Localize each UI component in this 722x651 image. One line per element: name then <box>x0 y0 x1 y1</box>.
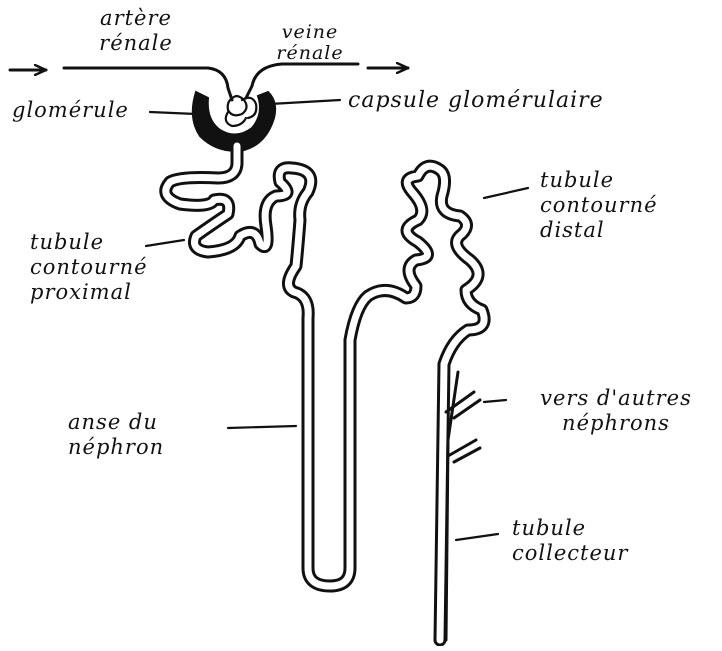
nephron-tubule <box>166 146 484 640</box>
label-veine-line2: rénale <box>262 43 358 64</box>
label-anse-line1: anse du <box>68 410 164 435</box>
label-anse-du-nephron: anse du néphron <box>68 410 164 460</box>
renal-vein <box>246 64 358 98</box>
leader-glomerule <box>150 112 196 114</box>
renal-artery <box>64 68 232 100</box>
leader-collecteur <box>456 534 498 540</box>
branch-nephron-1 <box>446 392 474 412</box>
leader-vers <box>484 400 506 402</box>
leader-anse <box>228 426 296 428</box>
label-anse-line2: néphron <box>68 435 164 460</box>
label-capsule-glomerulaire: capsule glomérulaire <box>348 88 604 113</box>
label-collecteur-line1: tubule <box>512 516 628 541</box>
leader-proximal <box>146 240 184 246</box>
label-distal-line3: distal <box>540 218 658 243</box>
label-glomerule: glomérule <box>12 98 129 123</box>
label-artere-renale: artère rénale <box>88 6 184 56</box>
label-veine-renale: veine rénale <box>262 22 358 64</box>
label-veine-line1: veine <box>262 22 358 43</box>
glomerulus <box>226 96 257 126</box>
label-distal-line2: contourné <box>540 193 658 218</box>
label-vers-line1: vers d'autres <box>518 386 714 411</box>
leader-lines <box>146 100 528 540</box>
label-vers-autres-nephrons: vers d'autres néphrons <box>518 386 714 436</box>
label-tubule-collecteur: tubule collecteur <box>512 516 628 566</box>
label-tubule-distal: tubule contourné distal <box>540 168 658 243</box>
label-collecteur-line2: collecteur <box>512 541 628 566</box>
leader-distal <box>484 188 528 198</box>
label-proximal-line2: contourné <box>30 255 148 280</box>
label-distal-line1: tubule <box>540 168 658 193</box>
label-vers-line2: néphrons <box>518 411 714 436</box>
label-proximal-line1: tubule <box>30 230 148 255</box>
label-artere-line2: rénale <box>88 31 184 56</box>
label-artere-line1: artère <box>88 6 184 31</box>
leader-capsule <box>270 100 340 104</box>
label-proximal-line3: proximal <box>30 280 148 305</box>
collecting-duct <box>446 372 480 640</box>
label-tubule-proximal: tubule contourné proximal <box>30 230 148 305</box>
